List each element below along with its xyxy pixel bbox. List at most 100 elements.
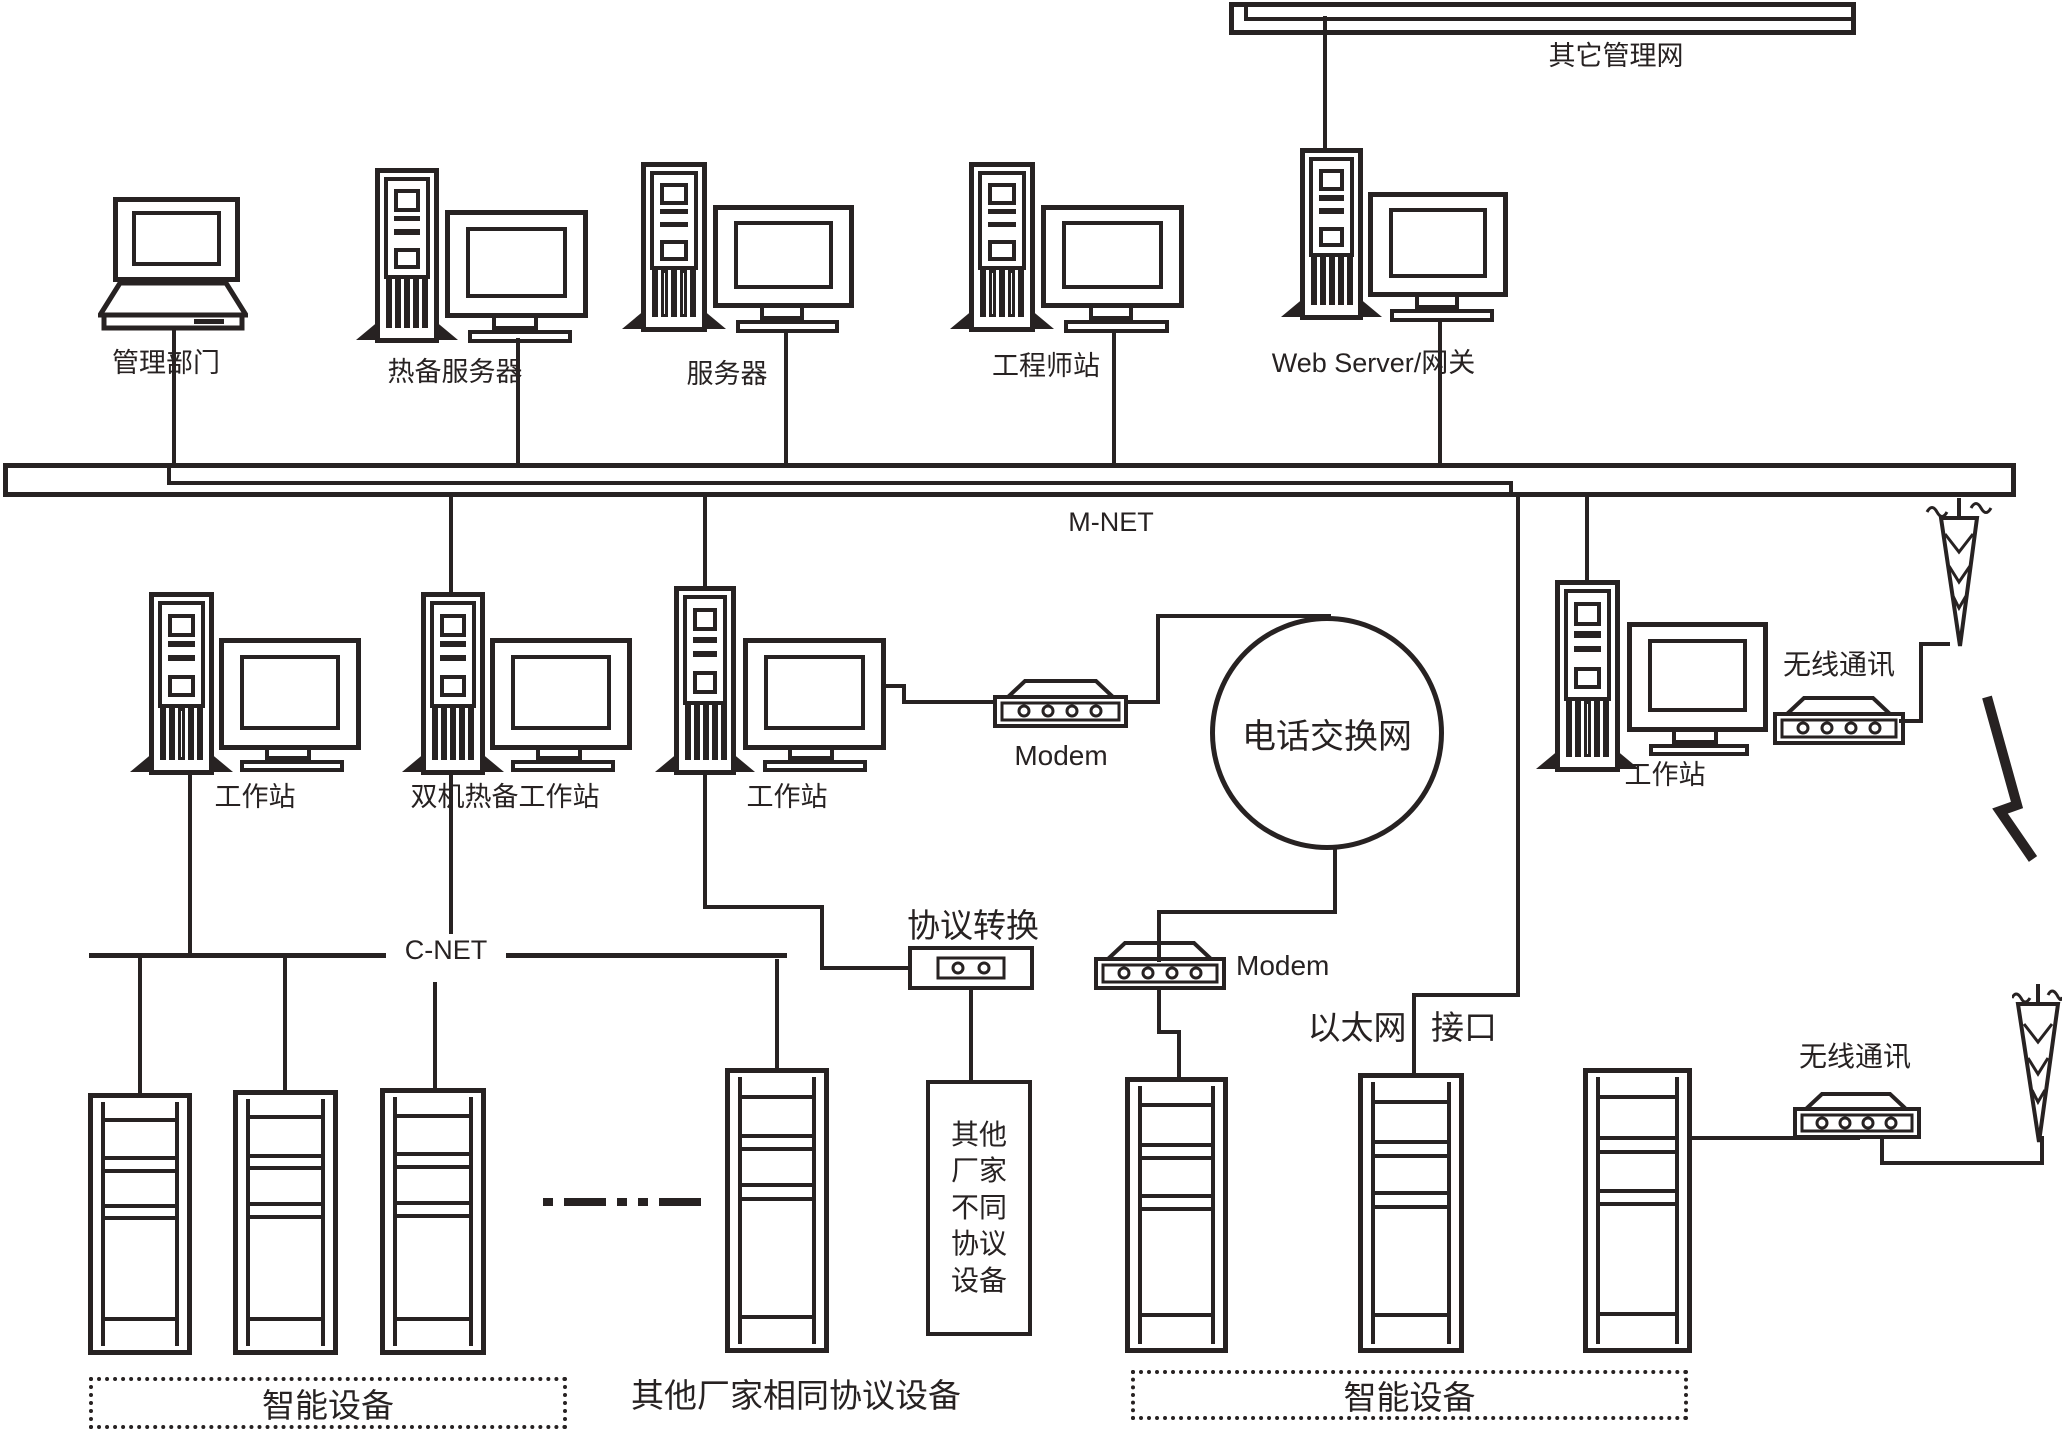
- workstation-left-computer: [130, 592, 364, 777]
- c-net-label: C-NET: [404, 935, 488, 965]
- smart-devices-right-label: 智能设备: [1343, 1379, 1476, 1416]
- protocol-converter-icon: [908, 946, 1034, 990]
- workstation-left-label: 工作站: [214, 782, 296, 812]
- workstation-right-label: 工作站: [1624, 760, 1706, 790]
- c-net-bus: [506, 953, 787, 958]
- connector-line: [1323, 16, 1327, 150]
- protocol-conversion-label: 协议转换: [907, 907, 1039, 944]
- dual-hot-standby-workstation-computer: [402, 592, 636, 777]
- monitor-icon: [445, 210, 588, 318]
- connector-line: [1438, 318, 1442, 465]
- connector-line: [1516, 493, 1520, 997]
- connector-line: [902, 684, 906, 704]
- connector-line: [820, 905, 824, 970]
- connector-line: [1585, 493, 1589, 582]
- monitor-neck-icon: [1672, 732, 1718, 744]
- hot-standby-server-computer: [356, 168, 590, 348]
- monitor-icon: [490, 638, 632, 750]
- hot-standby-server-label: 热备服务器: [387, 357, 523, 387]
- monitor-base-icon: [1390, 309, 1494, 322]
- rack-icon: [725, 1068, 829, 1353]
- rack-icon: [88, 1093, 192, 1355]
- connector-line: [969, 988, 973, 1082]
- monitor-neck-icon: [265, 750, 311, 760]
- rack-icon: [1583, 1068, 1692, 1353]
- tower-icon: [1281, 148, 1382, 320]
- connector-line: [1880, 1161, 2044, 1165]
- connector-line: [775, 959, 779, 1072]
- tower-icon: [655, 586, 755, 775]
- telephone-switch-network-circle: 电话交换网: [1210, 616, 1444, 850]
- connector-line: [1412, 993, 1416, 1077]
- connector-line: [1177, 1030, 1181, 1079]
- rack-icon: [1125, 1077, 1228, 1353]
- c-net-bus: [89, 953, 386, 958]
- connector-line: [138, 957, 142, 1097]
- connector-line: [449, 772, 453, 934]
- telephone-switch-network-label: 电话交换网: [1242, 717, 1412, 756]
- connector-line: [703, 493, 707, 588]
- wireless-modem-icon: [1773, 696, 1905, 745]
- monitor-icon: [713, 205, 854, 308]
- m-net-bus: [3, 463, 2016, 497]
- connector-line: [1112, 333, 1116, 465]
- connector-line: [449, 493, 453, 594]
- tower-icon: [950, 162, 1054, 332]
- connector-line: [1880, 1139, 1884, 1165]
- modem-icon: [993, 679, 1128, 728]
- monitor-icon: [1041, 205, 1184, 308]
- modem-upper-label: Modem: [1014, 740, 1108, 771]
- connector-line: [283, 957, 287, 1094]
- tower-icon: [622, 162, 726, 332]
- laptop-screen-icon: [113, 197, 240, 282]
- management-department-laptop: [98, 197, 248, 332]
- workstation-middle-computer: [655, 586, 889, 776]
- monitor-neck-icon: [536, 750, 582, 760]
- server-computer: [622, 162, 856, 342]
- monitor-icon: [743, 638, 886, 750]
- lightning-bolt-icon: [1982, 695, 2038, 862]
- other-management-network-bus: [1229, 2, 1856, 35]
- smart-devices-left-box: 智能设备: [89, 1377, 567, 1429]
- workstation-middle-label: 工作站: [746, 782, 828, 812]
- rack-icon: [1358, 1073, 1464, 1353]
- monitor-icon: [1368, 192, 1508, 297]
- web-server-gateway-label: Web Server/网关: [1271, 348, 1476, 378]
- web-server-gateway-computer: [1281, 148, 1515, 328]
- connector-line: [820, 966, 912, 970]
- monitor-base-icon: [468, 330, 572, 343]
- connector-line: [1156, 614, 1160, 704]
- monitor-neck-icon: [788, 750, 834, 760]
- connector-line: [1156, 614, 1331, 618]
- wireless-modem-icon: [1793, 1092, 1921, 1139]
- smart-devices-right-box: 智能设备: [1131, 1370, 1688, 1420]
- monitor-neck-icon: [1415, 297, 1459, 309]
- connector-line: [703, 905, 824, 909]
- monitor-neck-icon: [760, 308, 804, 320]
- connector-line: [1692, 1136, 1860, 1140]
- connector-line: [902, 700, 994, 704]
- workstation-right-computer: [1536, 580, 1770, 775]
- laptop-base-icon: [98, 280, 248, 331]
- connector-line: [188, 772, 192, 957]
- management-department-label: 管理部门: [112, 348, 220, 378]
- monitor-neck-icon: [1089, 308, 1133, 320]
- other-vendor-different-protocol-box: 其他 厂家 不同 协议 设备: [926, 1080, 1032, 1336]
- dual-hot-standby-workstation-label: 双机热备工作站: [410, 782, 600, 812]
- connector-line: [784, 333, 788, 465]
- other-management-network-label: 其它管理网: [1548, 41, 1684, 71]
- monitor-base-icon: [763, 760, 867, 772]
- other-vendor-same-protocol-label: 其他厂家相同协议设备: [631, 1377, 961, 1414]
- monitor-base-icon: [1649, 744, 1749, 756]
- ellipsis-dashes: [543, 1198, 701, 1206]
- interface-label: 接口: [1431, 1009, 1497, 1046]
- antenna-icon: [2012, 984, 2062, 1143]
- connector-line: [1919, 642, 1923, 723]
- connector-line: [516, 338, 520, 465]
- monitor-base-icon: [511, 760, 615, 772]
- connector-line: [1157, 910, 1337, 914]
- connector-line: [703, 772, 707, 909]
- other-vendor-different-protocol-label: 其他 厂家 不同 协议 设备: [950, 1119, 1007, 1296]
- connector-line: [1333, 846, 1337, 914]
